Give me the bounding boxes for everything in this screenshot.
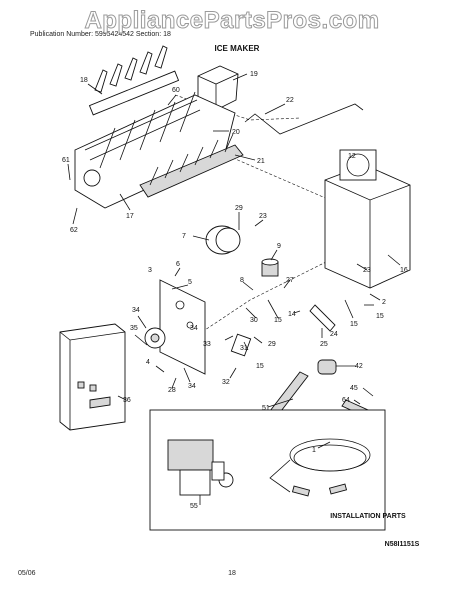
water-line-coil-part — [269, 438, 371, 497]
callout-25: 25 — [320, 341, 328, 348]
callout-16: 16 — [400, 267, 408, 274]
callout-labels: 18 19 60 20 22 21 61 62 17 29 23 7 9 12 … — [62, 71, 408, 510]
callout-8: 8 — [240, 277, 244, 284]
callout-33: 33 — [203, 341, 211, 348]
callout-1: 1 — [312, 447, 316, 454]
shutoff-arm-part — [244, 103, 364, 135]
callout-17: 17 — [126, 213, 134, 220]
timing-gear-part — [144, 327, 166, 349]
diagram-title: ICE MAKER — [215, 44, 260, 53]
callout-30: 30 — [250, 317, 258, 324]
callout-34a: 34 — [132, 307, 140, 314]
callout-2: 2 — [382, 299, 386, 306]
shutoff-lever-part — [309, 304, 336, 332]
callout-45: 45 — [350, 385, 358, 392]
callout-3: 3 — [148, 267, 152, 274]
thermostat-part — [261, 258, 279, 277]
callout-7: 7 — [182, 233, 186, 240]
callout-27: 27 — [286, 277, 294, 284]
callout-5: 5 — [188, 279, 192, 286]
callout-28: 28 — [168, 387, 176, 394]
callout-29a: 29 — [235, 205, 243, 212]
callout-6: 6 — [176, 261, 180, 268]
callout-60: 60 — [172, 87, 180, 94]
callout-42: 42 — [355, 363, 363, 370]
callout-21: 21 — [257, 158, 265, 165]
callout-31: 31 — [240, 345, 248, 352]
diagram-code: N58I1151S — [385, 541, 420, 548]
callout-9: 9 — [277, 243, 281, 250]
callout-15c: 15 — [376, 313, 384, 320]
callout-15b: 15 — [350, 321, 358, 328]
callout-36: 36 — [123, 397, 131, 404]
water-valve-part — [167, 439, 234, 496]
front-cover-part — [59, 323, 126, 431]
motor-part — [205, 225, 241, 255]
callout-64: 64 — [342, 397, 350, 404]
callout-15-lower: 15 — [256, 363, 264, 370]
stripper-part — [139, 133, 244, 198]
callout-34b: 34 — [190, 325, 198, 332]
callout-18: 18 — [80, 77, 88, 84]
callout-34c: 34 — [188, 383, 196, 390]
callout-4: 4 — [146, 359, 150, 366]
footer-date: 05/06 — [18, 570, 36, 577]
ejector-part — [88, 45, 180, 116]
callout-15a: 15 — [274, 317, 282, 324]
callout-12: 12 — [348, 153, 356, 160]
callout-62: 62 — [70, 227, 78, 234]
callout-14: 14 — [288, 311, 296, 318]
callout-35: 35 — [130, 325, 138, 332]
header-small-text: Publication Number: 5995424542 Section: … — [30, 31, 171, 38]
grommet-part — [317, 359, 337, 375]
callout-20: 20 — [232, 129, 240, 136]
callout-55: 55 — [190, 503, 198, 510]
callout-19: 19 — [250, 71, 258, 78]
callout-32: 32 — [222, 379, 230, 386]
callout-23a: 23 — [259, 213, 267, 220]
callout-61: 61 — [62, 157, 70, 164]
callout-23b: 23 — [363, 267, 371, 274]
callout-22: 22 — [286, 97, 294, 104]
callout-51: 51 — [262, 405, 270, 412]
callout-29b: 29 — [268, 341, 276, 348]
switch-part — [230, 333, 252, 357]
footer-page-number: 18 — [228, 570, 236, 577]
installation-parts-label: INSTALLATION PARTS — [330, 513, 406, 520]
watermark-logo: AppliancePartsPros.com — [84, 7, 379, 34]
mounting-plate-part — [159, 279, 206, 375]
leader-lines — [67, 73, 401, 505]
callout-24: 24 — [330, 331, 338, 338]
ice-maker-housing-part — [324, 149, 411, 289]
